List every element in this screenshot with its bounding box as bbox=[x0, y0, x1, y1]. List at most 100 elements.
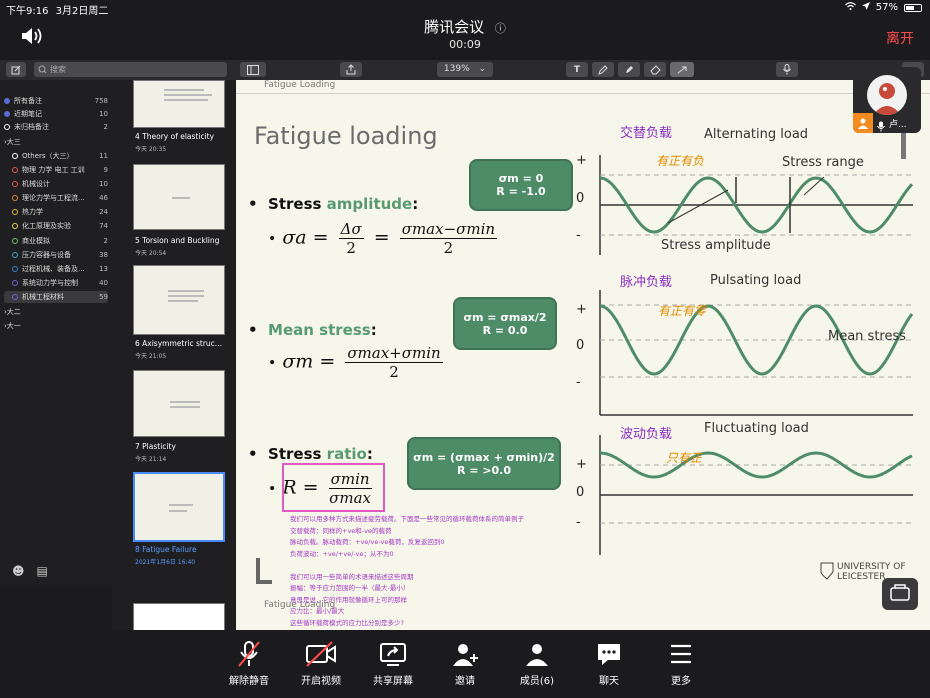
notebook-color-icon bbox=[12, 266, 18, 272]
edit-icon[interactable] bbox=[6, 62, 26, 77]
thumbnail-next-page[interactable] bbox=[133, 603, 225, 633]
more-button[interactable]: 更多 bbox=[651, 640, 711, 687]
text-tool-icon[interactable]: T bbox=[566, 62, 588, 77]
battery-percent: 57% bbox=[875, 2, 898, 13]
annotation-block: 我们可以用多种方式来描述疲劳载荷。下面是一些常见的循环载荷体系的简单例子交替载荷… bbox=[290, 514, 524, 629]
chat-button[interactable]: 聊天 bbox=[579, 640, 639, 687]
sidebar-item[interactable]: Others（大三） 11 bbox=[4, 150, 108, 162]
notebook-color-icon bbox=[4, 111, 10, 117]
sidebar-item-label: 商业模拟 bbox=[22, 237, 50, 245]
zoom-select[interactable]: 139% ⌄ bbox=[437, 62, 493, 77]
share-screen-button[interactable]: 共享屏幕 bbox=[363, 640, 423, 687]
annotation-line: 振幅：等于应力范围的一半（最大-最小） bbox=[290, 584, 410, 592]
thumbnail-title: 5 Torsion and Buckling bbox=[135, 236, 220, 245]
sidebar-item-label: Others（大三） bbox=[22, 152, 74, 160]
sidebar-toggle-icon[interactable] bbox=[240, 62, 266, 77]
sidebar-item-label: 未归档备注 bbox=[14, 123, 49, 131]
tick-minus: - bbox=[576, 515, 581, 530]
label-fluctuating-en: Fluctuating load bbox=[704, 421, 809, 436]
pen-tool-icon[interactable] bbox=[592, 62, 614, 77]
members-button[interactable]: 成员(6) bbox=[507, 640, 567, 687]
pulsating-load-curve bbox=[599, 304, 914, 376]
location-icon bbox=[861, 2, 870, 13]
share-icon[interactable] bbox=[340, 62, 362, 77]
label-stress-amplitude: Stress amplitude bbox=[661, 238, 771, 253]
sidebar-item-count: 10 bbox=[99, 180, 108, 188]
unmute-button[interactable]: 解除静音 bbox=[219, 640, 279, 687]
thumbnail-plasticity[interactable] bbox=[133, 370, 225, 437]
divider bbox=[236, 93, 930, 94]
annotation-line: 意思是说，它的作用就像循环上可的那样 bbox=[290, 595, 407, 604]
search-input[interactable]: 搜索 bbox=[34, 62, 227, 77]
microphone-icon[interactable] bbox=[776, 62, 798, 77]
sidebar-item-label: 化工原理及实验 bbox=[22, 222, 71, 230]
sidebar-item[interactable]: 过程机械、装备及...13 bbox=[4, 263, 108, 275]
slide-canvas[interactable]: Fatigue Loading Fatigue loading • Stress… bbox=[236, 80, 930, 630]
fluctuating-load-curve bbox=[599, 451, 913, 479]
box-alternating-parameters: σm = 0 R = -1.0 bbox=[469, 159, 573, 211]
info-icon[interactable]: ⓘ bbox=[494, 22, 506, 35]
user-icon bbox=[853, 113, 873, 133]
thumbnail-torsion-and-buckling[interactable] bbox=[133, 164, 225, 230]
tick-plus: + bbox=[576, 153, 587, 168]
participant-video-tile[interactable]: 卢... bbox=[853, 67, 921, 133]
sidebar-item-count: 59 bbox=[99, 293, 108, 301]
eraser-tool-icon[interactable] bbox=[644, 62, 666, 77]
sidebar-item[interactable]: 机械工程材料 59 bbox=[4, 291, 108, 303]
emoji-icon[interactable]: ☻ bbox=[12, 564, 25, 578]
meeting-controls-bar: 解除静音 开启视频 共享屏幕 邀请 成员(6) 聊天 更多 bbox=[0, 630, 930, 698]
lasso-tool-icon[interactable] bbox=[670, 62, 694, 77]
sidebar-item-label: ›大二 bbox=[4, 308, 21, 316]
start-video-button[interactable]: 开启视频 bbox=[291, 640, 351, 687]
floating-window-button[interactable] bbox=[882, 578, 918, 610]
chat-icon bbox=[598, 644, 620, 665]
thumbnail-axisymmetric-structures[interactable] bbox=[133, 265, 225, 335]
sidebar-item-label: ›大一 bbox=[4, 322, 21, 330]
label-mean-stress: Mean stress bbox=[828, 329, 907, 344]
chat-bubble-icon[interactable]: ▤ bbox=[36, 564, 48, 578]
sidebar-item[interactable]: ›大二 bbox=[4, 306, 108, 318]
invite-button[interactable]: 邀请 bbox=[435, 640, 495, 687]
leave-button[interactable]: 离开 bbox=[886, 31, 914, 47]
tick-zero: 0 bbox=[576, 485, 585, 500]
sidebar-item-count: 46 bbox=[99, 194, 108, 202]
annotation-line: 交替载荷：同样的+ve和-ve的载荷 bbox=[290, 526, 392, 535]
notebook-color-icon bbox=[12, 238, 18, 244]
speaker-icon[interactable] bbox=[20, 26, 44, 46]
bullet-mean-stress: • Mean stress: bbox=[248, 321, 377, 339]
members-icon bbox=[526, 644, 548, 666]
mic-muted-icon bbox=[238, 641, 260, 667]
sidebar-item-count: 40 bbox=[99, 279, 108, 287]
sidebar-item[interactable]: ›大三 bbox=[4, 136, 108, 148]
tick-minus: - bbox=[576, 375, 581, 390]
handwriting-alternating: 有正有负 bbox=[656, 154, 705, 168]
sidebar-item-label: 近期笔记 bbox=[14, 110, 42, 118]
range-leader bbox=[803, 176, 825, 196]
highlighter-tool-icon[interactable] bbox=[618, 62, 640, 77]
sidebar-item-count: 11 bbox=[99, 152, 108, 160]
bullet-stress-ratio: • Stress ratio: bbox=[248, 445, 373, 463]
label-pulsating-cn: 脉冲负载 bbox=[620, 275, 673, 290]
document-thumbnail-list: 4 Theory of elasticity 今天 20:35 5 Torsio… bbox=[112, 80, 235, 633]
annotation-line: 这些循环载荷模式的应力比分别是多少? bbox=[290, 618, 404, 627]
thumbnail-fatigue-failure[interactable] bbox=[133, 472, 225, 542]
thumbnail-theory-of-elasticity[interactable] bbox=[133, 80, 225, 128]
sidebar-item[interactable]: ›大一 bbox=[4, 320, 108, 332]
handwriting-fluctuating: 只有正 bbox=[666, 451, 703, 465]
more-icon bbox=[671, 644, 691, 664]
sidebar-item[interactable]: 理论力学与工程流...46 bbox=[4, 192, 108, 204]
thumbnail-title: 6 Axisymmetric struc... bbox=[135, 339, 222, 348]
sidebar-item-label: 机械工程材料 bbox=[22, 293, 64, 301]
notebook-color-icon bbox=[12, 223, 18, 229]
